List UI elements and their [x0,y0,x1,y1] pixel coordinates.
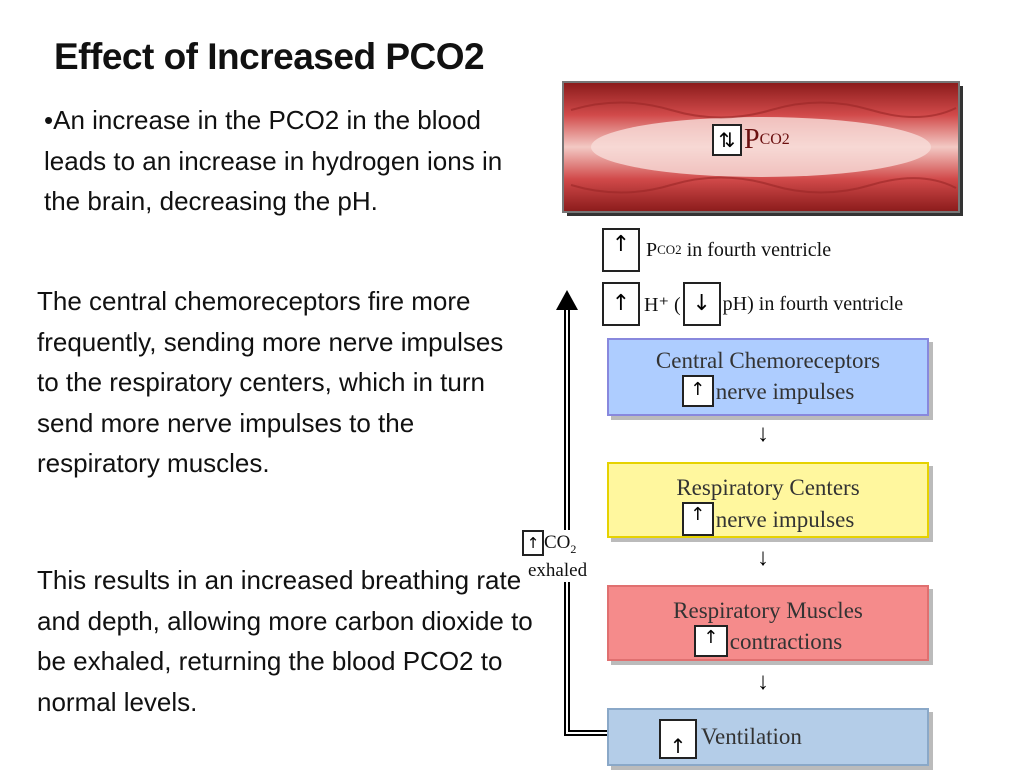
respiratory-muscles-box: Respiratory Muscles ↑ contractions [607,585,929,661]
resp-title: Respiratory Centers [676,475,860,500]
co2-text: CO [544,532,571,553]
down-arrow-icon: ↓ [682,282,721,326]
central-chemoreceptors-box: Central Chemoreceptors ↑ nerve impulses [607,338,929,416]
up-arrow-icon: ↑ [693,625,728,657]
blood-vessel-illustration [562,81,963,216]
up-arrow-icon: ↑ [659,718,697,759]
row2-h: H⁺ ( [644,293,681,316]
result-paragraph: This results in an increased breathing r… [37,565,533,717]
down-arrow-icon: ↓ [757,420,769,447]
up-arrow-icon: ↑ [602,228,640,272]
co2-sub: 2 [570,541,577,556]
row1-text: in fourth ventricle [686,238,832,261]
co2-exhaled-label: ↑CO2 exhaled [522,530,588,582]
updown-arrow-icon: ⇅ [712,124,742,156]
central-sub: nerve impulses [715,378,855,404]
slide-title: Effect of Increased PCO2 [54,36,485,77]
vessel-co2-sub: CO2 [759,131,790,148]
vent-title: Ventilation [701,724,802,749]
up-arrow-icon: ↑ [681,375,714,407]
up-arrow-icon: ↑ [681,502,714,536]
musc-sub: contractions [729,628,843,654]
down-arrow-icon: ↓ [757,544,769,571]
up-arrow-icon: ↑ [522,530,544,556]
vessel-p-label: P [744,124,760,155]
exhaled-text: exhaled [528,559,588,581]
chemoreceptor-paragraph: The central chemoreceptors fire more fre… [37,286,504,478]
central-title: Central Chemoreceptors [655,348,881,373]
h-ion-row: ↑ H⁺ ( ↓ pH) in fourth ventricle [602,282,903,326]
resp-sub: nerve impulses [715,506,855,532]
row1-p: P [646,238,658,261]
feedback-arrow [556,290,607,736]
row2-text: pH) in fourth ventricle [722,292,904,315]
row1-sub: CO2 [657,242,682,257]
respiratory-centers-box: Respiratory Centers ↑ nerve impulses [607,462,929,538]
ventilation-box: ↑Ventilation [607,708,929,766]
down-arrow-icon: ↓ [757,668,769,695]
musc-title: Respiratory Muscles [673,598,863,623]
up-arrow-icon: ↑ [602,282,640,326]
bullet-paragraph: •An increase in the PCO2 in the blood le… [44,105,503,216]
